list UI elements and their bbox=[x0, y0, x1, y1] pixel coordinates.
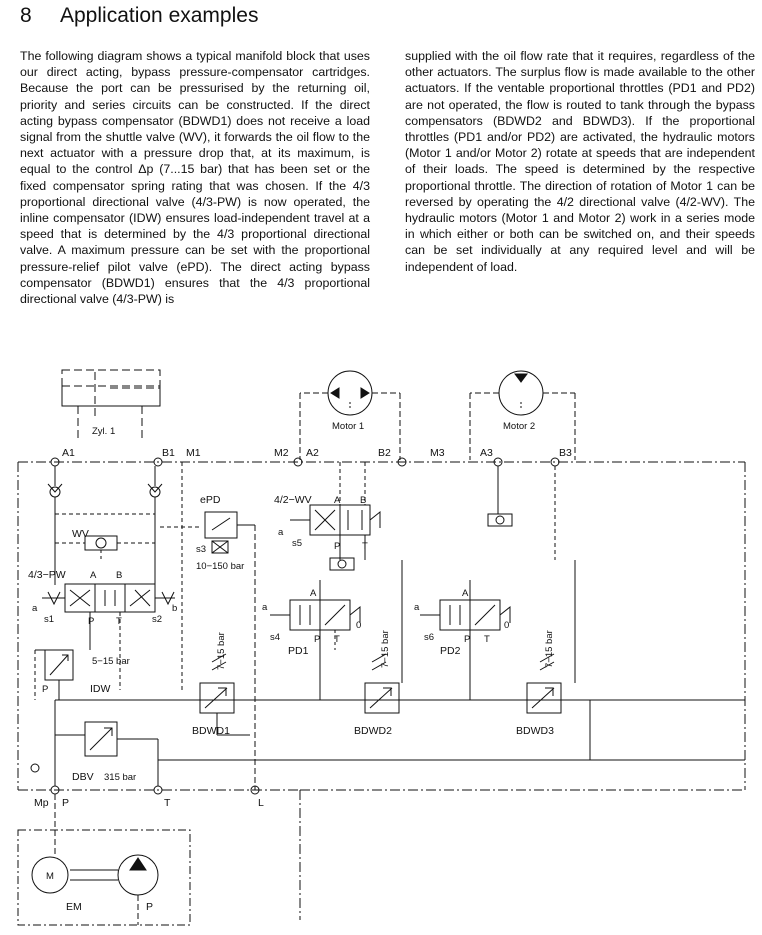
throttle-pd2 bbox=[420, 580, 511, 700]
label-pw-port-a: a bbox=[32, 603, 38, 614]
section-title: Application examples bbox=[60, 4, 259, 27]
paragraph-right: supplied with the oil flow rate that it … bbox=[405, 49, 755, 274]
label-pd2-p: P bbox=[464, 634, 470, 645]
label-p: P bbox=[62, 797, 69, 809]
label-bdwd3-range: 7−15 bar bbox=[544, 630, 555, 668]
label-s5: s5 bbox=[292, 538, 302, 549]
label-a3: A3 bbox=[480, 447, 493, 459]
label-b1: B1 bbox=[162, 447, 175, 459]
port-markers bbox=[30, 457, 560, 795]
label-pd1-t: T bbox=[334, 634, 340, 645]
manifold-boundary bbox=[17, 461, 746, 920]
label-dbv: DBV bbox=[72, 771, 94, 783]
label-motor2: Motor 2 bbox=[503, 421, 535, 432]
label-m2: M2 bbox=[274, 447, 289, 459]
tank-line bbox=[158, 700, 745, 761]
label-bdwd3: BDWD3 bbox=[516, 725, 554, 737]
cylinder-zyl1 bbox=[61, 369, 161, 440]
label-pd2-zero: 0 bbox=[504, 620, 509, 631]
label-wv: WV bbox=[72, 528, 89, 540]
section-number: 8 bbox=[20, 4, 32, 27]
label-pump-p: P bbox=[146, 901, 153, 913]
label-s3: s3 bbox=[196, 544, 206, 555]
throttle-pd1 bbox=[270, 580, 361, 700]
motor-pump-unit bbox=[17, 794, 191, 926]
label-pd2-a: A bbox=[462, 588, 469, 599]
label-wv42-b: B bbox=[360, 495, 366, 506]
valve-4-3-pw bbox=[42, 583, 175, 690]
label-pd2: PD2 bbox=[440, 645, 461, 657]
label-pw-t: T bbox=[116, 616, 122, 627]
bypass-compensator-bdwd2 bbox=[364, 560, 403, 714]
label-a2: A2 bbox=[306, 447, 319, 459]
text-column-left: The following diagram shows a typical ma… bbox=[20, 48, 370, 307]
motor1-lines bbox=[299, 392, 401, 460]
label-pw-a: A bbox=[90, 570, 97, 581]
shuttle-valves bbox=[329, 466, 513, 571]
label-s6: s6 bbox=[424, 632, 434, 643]
label-pd1-p: P bbox=[314, 634, 320, 645]
label-m3: M3 bbox=[430, 447, 445, 459]
label-pw-p: P bbox=[88, 616, 94, 627]
label-motor1: Motor 1 bbox=[332, 421, 364, 432]
section-heading: 8 Application examples bbox=[20, 4, 258, 28]
label-wv42-port-a: a bbox=[278, 527, 284, 538]
bypass-compensator-bdwd1 bbox=[199, 653, 250, 736]
label-zyl1: Zyl. 1 bbox=[92, 426, 115, 437]
label-bdwd2-range: 7−15 bar bbox=[380, 630, 391, 668]
shuttle-valve-wv bbox=[55, 462, 200, 690]
label-l: L bbox=[258, 797, 264, 809]
motor1-symbol bbox=[327, 370, 373, 416]
label-m: M bbox=[46, 871, 54, 882]
load-holding-valves bbox=[47, 466, 163, 585]
label-epd: ePD bbox=[200, 494, 221, 506]
text-column-right: supplied with the oil flow rate that it … bbox=[405, 48, 755, 275]
label-s4: s4 bbox=[270, 632, 280, 643]
label-wv42-t: T bbox=[362, 541, 368, 552]
compensator-idw bbox=[34, 649, 74, 700]
label-dbv-range: 315 bar bbox=[104, 772, 136, 783]
label-pd2-port-a: a bbox=[414, 602, 420, 613]
label-bdwd1-range: 7−15 bar bbox=[216, 632, 227, 670]
label-m1: M1 bbox=[186, 447, 201, 459]
bypass-compensator-bdwd3 bbox=[526, 466, 576, 714]
label-b2: B2 bbox=[378, 447, 391, 459]
label-pd2-t: T bbox=[484, 634, 490, 645]
label-idw-p: P bbox=[42, 684, 48, 695]
motor2-symbol bbox=[498, 370, 544, 416]
paragraph-left: The following diagram shows a typical ma… bbox=[20, 49, 370, 307]
diagram-labels: Zyl. 1 A1 B1 M1 M2 A2 B2 M3 A3 B3 Motor … bbox=[28, 421, 572, 913]
label-b3: B3 bbox=[559, 447, 572, 459]
label-pd1: PD1 bbox=[288, 645, 309, 657]
label-wv42-p: P bbox=[334, 541, 340, 552]
label-idw-range: 5−15 bar bbox=[92, 656, 130, 667]
label-s2: s2 bbox=[152, 614, 162, 625]
label-pd1-port-a: a bbox=[262, 602, 268, 613]
label-4-3-pw: 4/3−PW bbox=[28, 569, 66, 581]
label-pd1-zero: 0 bbox=[356, 620, 361, 631]
motor2-lines bbox=[469, 392, 576, 460]
label-bdwd2: BDWD2 bbox=[354, 725, 392, 737]
relief-valve-dbv bbox=[84, 721, 159, 786]
label-pd1-a: A bbox=[310, 588, 317, 599]
valve-4-2-wv bbox=[290, 462, 381, 560]
label-bdwd1: BDWD1 bbox=[192, 725, 230, 737]
label-pw-b: B bbox=[116, 570, 122, 581]
label-pw-port-b: b bbox=[172, 603, 177, 614]
label-s1: s1 bbox=[44, 614, 54, 625]
epd-valve bbox=[204, 511, 256, 790]
label-em: EM bbox=[66, 901, 82, 913]
label-wv42-a: A bbox=[334, 495, 341, 506]
label-t: T bbox=[164, 797, 171, 809]
label-mp: Mp bbox=[34, 797, 49, 809]
label-a1: A1 bbox=[62, 447, 75, 459]
label-epd-range: 10−150 bar bbox=[196, 561, 244, 572]
hydraulic-circuit-diagram: Zyl. 1 A1 B1 M1 M2 A2 B2 M3 A3 B3 Motor … bbox=[17, 369, 746, 926]
label-4-2-wv: 4/2−WV bbox=[274, 494, 312, 506]
label-idw: IDW bbox=[90, 683, 111, 695]
pressure-line bbox=[54, 699, 745, 786]
